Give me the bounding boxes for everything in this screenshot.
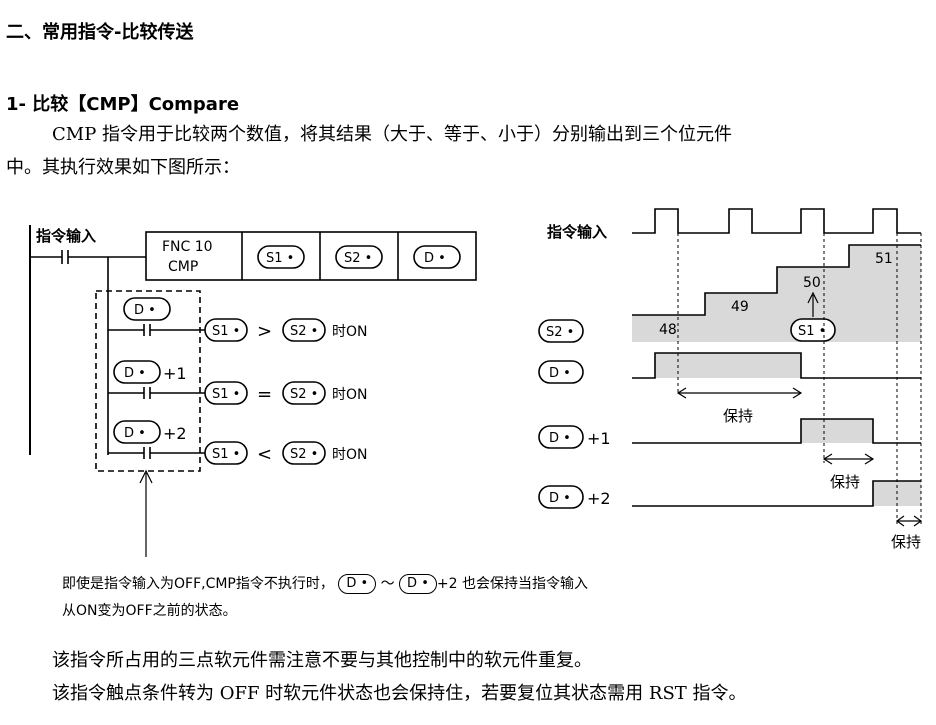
operand-d-label: D • [424,251,446,266]
cmp-label: CMP [168,259,198,275]
timing-d1-label: D • [549,431,571,446]
timing-s2-label: S2 • [546,325,574,340]
operand-d [413,245,461,269]
eq-on-text: 时ON [332,387,368,403]
timing-d1-suffix: +1 [587,429,611,448]
value-49: 49 [731,299,749,315]
fnc-label: FNC 10 [162,239,213,255]
value-50: 50 [803,275,821,291]
lt-s1: S1 • [212,447,240,462]
d1-waveform [632,418,921,444]
timing-input-label: 指令输入 [547,223,607,241]
contact2-label: D • [124,366,146,381]
intro-line-2: 中。其执行效果如下图所示： [6,157,240,178]
note-tilde: ～ [380,576,395,592]
lt-s2: S2 • [290,447,318,462]
note-line-2: 从ON变为OFF之前的状态。 [62,603,237,619]
value-51: 51 [875,251,893,267]
intro-line-1: CMP 指令用于比较两个数值，将其结果（大于、等于、小于）分别输出到三个位元件 [52,124,733,145]
contact3-label: D • [124,426,146,441]
s2-staircase [632,244,921,316]
section-title: 二、常用指令-比较传送 [6,22,194,43]
operand-s1-label: S1 • [266,251,294,266]
note-d2-operand: D • [399,574,437,594]
note-d-operand: D • [338,574,377,594]
operand-s2-label: S2 • [344,251,372,266]
ladder-diagram: 指令输入 FNC 10 CMP S1 • S2 • D • D • S1 • >… [29,225,477,557]
gt-symbol: > [257,321,272,342]
note-text-start: 即使是指令输入为OFF,CMP指令不执行时， [62,576,334,592]
note-text-end: +2 也会保持当指令输入 [436,576,588,592]
contact2-suffix: +1 [163,364,187,383]
d-waveform [632,352,921,379]
lt-symbol: < [257,444,272,465]
gt-on-text: 时ON [332,324,368,340]
value-48: 48 [659,322,677,338]
footer-line-1: 该指令所占用的三点软元件需注意不要与其他控制中的软元件重复。 [52,650,592,671]
contact3-suffix: +2 [163,424,187,443]
eq-s2: S2 • [290,387,318,402]
note-line-1: 即使是指令输入为OFF,CMP指令不执行时， D • ～ D •+2 也会保持当… [62,574,588,594]
ladder-input-label: 指令输入 [36,227,96,245]
timing-d-label: D • [549,366,571,381]
footer-line-2: 该指令触点条件转为 OFF 时软元件状态也会保持住，若要复位其状态需用 RST … [52,683,747,704]
hold-label-1: 保持 [723,407,753,425]
lt-on-text: 时ON [332,447,368,463]
timing-diagram: 48 49 50 51 指令输入 S2 • S1 • D • 保持 D • +1… [538,208,923,551]
contact1-label: D • [134,303,156,318]
eq-symbol: = [257,384,272,405]
hold-label-3: 保持 [891,533,921,551]
operand-s2 [335,245,383,269]
eq-s1: S1 • [212,387,240,402]
timing-s1-label: S1 • [798,324,826,339]
gt-s1: S1 • [212,324,240,339]
output-group-dashed [95,290,201,472]
timing-d2-label: D • [549,491,571,506]
operand-s1 [257,245,305,269]
subsection-title: 1- 比较【CMP】Compare [6,94,240,115]
instruction-box [145,231,477,281]
timing-d2-suffix: +2 [587,489,611,508]
hold-label-2: 保持 [830,473,860,491]
gt-s2: S2 • [290,324,318,339]
input-pulse-waveform [632,208,921,234]
